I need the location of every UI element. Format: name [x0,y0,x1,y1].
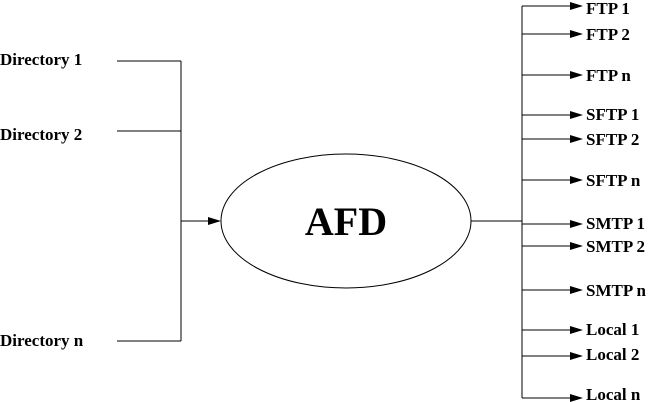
output-label-sftp-2: SFTP 2 [586,130,639,149]
input-label-directory-1: Directory 1 [0,50,82,69]
output-branch-ftp-n [522,71,583,79]
output-branch-local-n [522,394,583,402]
output-branch-smtp-1 [522,220,583,228]
output-label-local-1: Local 1 [586,320,639,339]
output-label-sftp-1: SFTP 1 [586,105,639,124]
output-label-sftp-n: SFTP n [586,171,641,190]
output-branch-local-2 [522,352,583,360]
output-label-ftp-2: FTP 2 [586,25,630,44]
output-branch-smtp-n [522,286,583,294]
input-arrowhead [208,217,221,225]
output-label-local-2: Local 2 [586,345,639,364]
output-label-ftp-1: FTP 1 [586,0,630,18]
output-branch-ftp-2 [522,30,583,38]
afd-label: AFD [305,199,387,244]
output-branch-local-1 [522,326,583,334]
output-label-smtp-n: SMTP n [586,281,647,300]
output-branch-ftp-1 [522,2,583,10]
output-label-local-n: Local n [586,385,641,402]
input-label-directory-n: Directory n [0,331,84,350]
output-branch-smtp-2 [522,242,583,250]
output-label-smtp-1: SMTP 1 [586,214,645,233]
output-branch-sftp-1 [522,111,583,119]
input-label-directory-2: Directory 2 [0,125,82,144]
output-branch-sftp-2 [522,135,583,143]
output-branch-sftp-n [522,176,583,184]
output-label-ftp-n: FTP n [586,66,631,85]
output-label-smtp-2: SMTP 2 [586,237,645,256]
